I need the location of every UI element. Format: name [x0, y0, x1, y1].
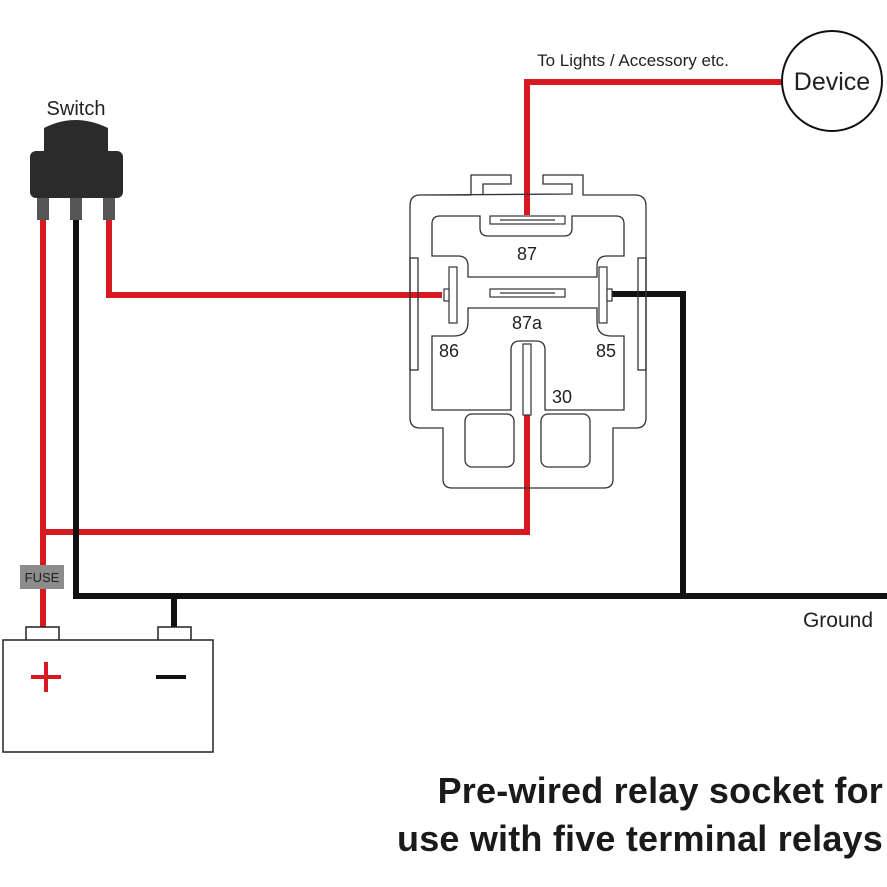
positive-wires	[40, 79, 782, 628]
plus-icon	[31, 662, 61, 692]
pin-label-87: 87	[517, 244, 537, 264]
terminal-85	[598, 266, 608, 324]
switch-body	[30, 151, 123, 198]
rail-right	[637, 257, 647, 371]
pin-labels: 87 87a 86 85 30	[439, 244, 616, 407]
rail-left	[409, 257, 419, 371]
switch-rocker	[44, 120, 108, 152]
fuse-body	[20, 565, 64, 589]
ground-label: Ground	[803, 609, 873, 632]
switch-terminal-left	[37, 198, 49, 220]
terminals	[443, 215, 613, 416]
switch: Switch	[30, 98, 123, 220]
pin-label-85: 85	[596, 341, 616, 361]
device-circle	[781, 30, 883, 132]
pin-label-86: 86	[439, 341, 459, 361]
wire-pin-85-ground	[610, 291, 686, 596]
socket-key-left	[464, 413, 515, 468]
caption-line-1: Pre-wired relay socket for	[437, 770, 883, 811]
to-lights-label: To Lights / Accessory etc.	[537, 51, 729, 70]
battery-body	[2, 639, 214, 753]
ground-wires	[73, 220, 887, 628]
terminal-86	[448, 266, 458, 324]
wire-to-pin-30	[43, 415, 530, 535]
cavity-lower	[431, 307, 625, 411]
terminal-30	[522, 343, 532, 416]
socket-outline	[409, 174, 647, 489]
wire-switch-to-pin-86	[106, 220, 442, 298]
fuse-label: FUSE	[25, 570, 60, 585]
switch-terminal-middle	[70, 198, 82, 220]
pin-label-87a: 87a	[512, 313, 543, 333]
battery-positive-terminal	[25, 626, 60, 642]
device: Device	[781, 30, 883, 132]
switch-terminal-right	[103, 198, 115, 220]
battery-negative-terminal	[157, 626, 192, 642]
device-label: Device	[794, 68, 870, 96]
wire-switch-ground	[73, 220, 887, 599]
pin-label-30: 30	[552, 387, 572, 407]
wire-pin-87-to-device	[524, 79, 782, 215]
minus-icon	[156, 675, 186, 679]
battery	[2, 626, 214, 753]
caption-line-2: use with five terminal relays	[397, 818, 883, 859]
switch-label: Switch	[47, 98, 106, 120]
cavity-87	[431, 215, 625, 278]
socket-key-right	[540, 413, 591, 468]
fuse: FUSE	[20, 565, 64, 589]
relay-socket	[409, 174, 647, 489]
